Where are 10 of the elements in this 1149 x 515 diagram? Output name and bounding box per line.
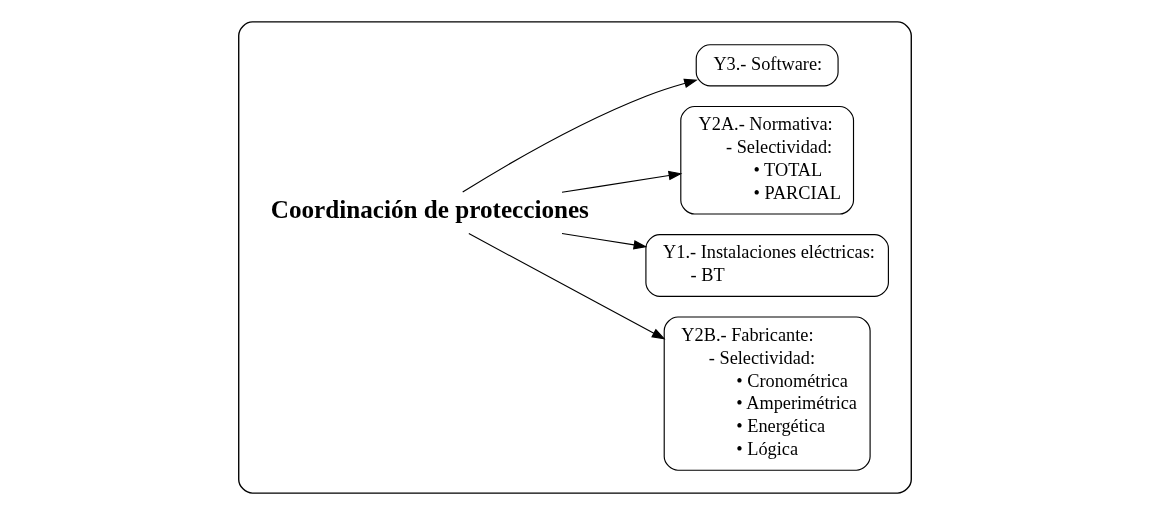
node-box: Y3.- Software: <box>695 44 839 87</box>
node-text: Coordinación de protecciones <box>270 196 589 224</box>
arrow <box>461 78 698 193</box>
arrow <box>560 232 647 250</box>
arrow <box>467 233 666 340</box>
node-box: Y2A.- Normativa: - Selectividad: • TOTAL • PARCIAL <box>679 105 854 215</box>
node-box: Y1.- Instalaciones eléctricas: - BT <box>644 234 889 297</box>
cluster <box>237 21 912 494</box>
arrow <box>560 170 682 193</box>
node-box: Y2B.- Fabricante: - Selectividad: • Cronométrica • Amperimétrica • Energética • Lógica <box>663 316 871 471</box>
